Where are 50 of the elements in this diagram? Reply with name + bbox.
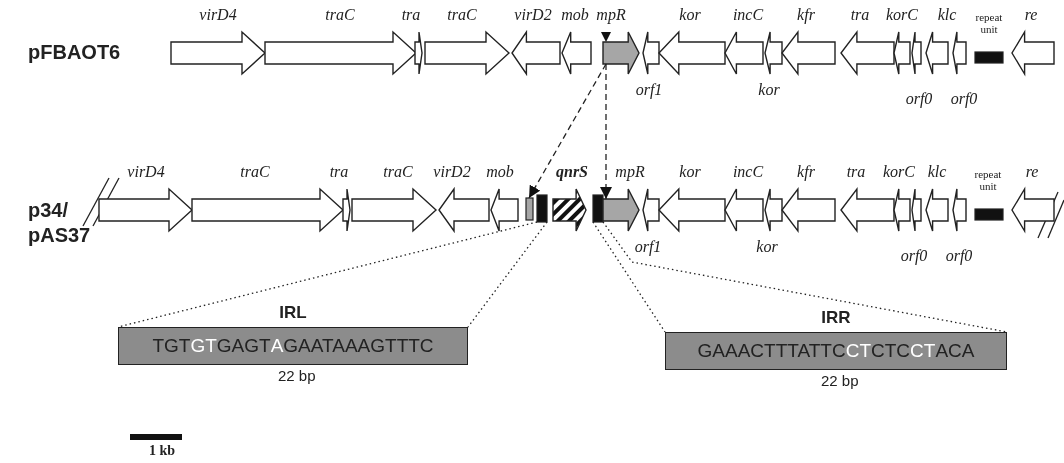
gene-label: re [1024, 6, 1038, 23]
sequence-title: IRL [279, 303, 307, 323]
gene-label: korC [886, 6, 918, 23]
gene-label: kor [756, 238, 778, 255]
gene-label: kfr [797, 163, 815, 180]
gene-label: repeat unit [974, 11, 1004, 35]
gene-label: virD2 [433, 163, 471, 180]
gene-label: traC [447, 6, 477, 23]
gene-label: orf0 [945, 247, 973, 264]
sequence-box: TGTGTGAGTAGAATAAAGTTTC [118, 327, 468, 365]
gene-label: virD4 [127, 163, 165, 180]
gene-label: klc [927, 163, 947, 180]
gene-label: incC [732, 6, 764, 23]
gene-label: kor [758, 81, 780, 98]
gene-label: tra [329, 163, 349, 180]
gene-label: orf0 [950, 90, 978, 107]
gene-label: kor [679, 6, 701, 23]
gene-label: mob [561, 6, 589, 23]
gene-label: tra [846, 163, 866, 180]
gene-label: orf0 [905, 90, 933, 107]
sequence-box: GAAACTTTATTCCTCTCCTACA [665, 332, 1007, 370]
scale-label: 1 kb [147, 443, 177, 459]
gene-label: traC [240, 163, 270, 180]
plasmid-name: pFBAOT6 [28, 40, 122, 65]
gene-label: tra [401, 6, 421, 23]
gene-label: korC [883, 163, 915, 180]
sequence-title: IRR [821, 308, 851, 328]
insertion-site-line [600, 63, 612, 200]
length-label: 22 bp [821, 372, 859, 389]
gene-label: orf1 [635, 81, 663, 98]
gene-label: repeat unit [973, 168, 1003, 192]
gene-label: incC [732, 163, 764, 180]
length-label: 22 bp [278, 367, 316, 384]
gene-label: mpR [596, 6, 626, 23]
gene-label: qnrS [556, 163, 588, 180]
gene-label: orf1 [634, 238, 662, 255]
gene-label: mpR [615, 163, 645, 180]
gene-label: kor [679, 163, 701, 180]
gene-label: virD2 [514, 6, 552, 23]
gene-label: re [1025, 163, 1039, 180]
plasmid-name: p34/ pAS37 [28, 198, 92, 248]
gene-label: traC [383, 163, 413, 180]
insertion-site-line [528, 63, 607, 199]
gene-label: kfr [797, 6, 815, 23]
gene-label: traC [325, 6, 355, 23]
gene-label: orf0 [900, 247, 928, 264]
gene-label: virD4 [199, 6, 237, 23]
gene-label: tra [850, 6, 870, 23]
gene-label: mob [486, 163, 514, 180]
gene-label: klc [937, 6, 957, 23]
